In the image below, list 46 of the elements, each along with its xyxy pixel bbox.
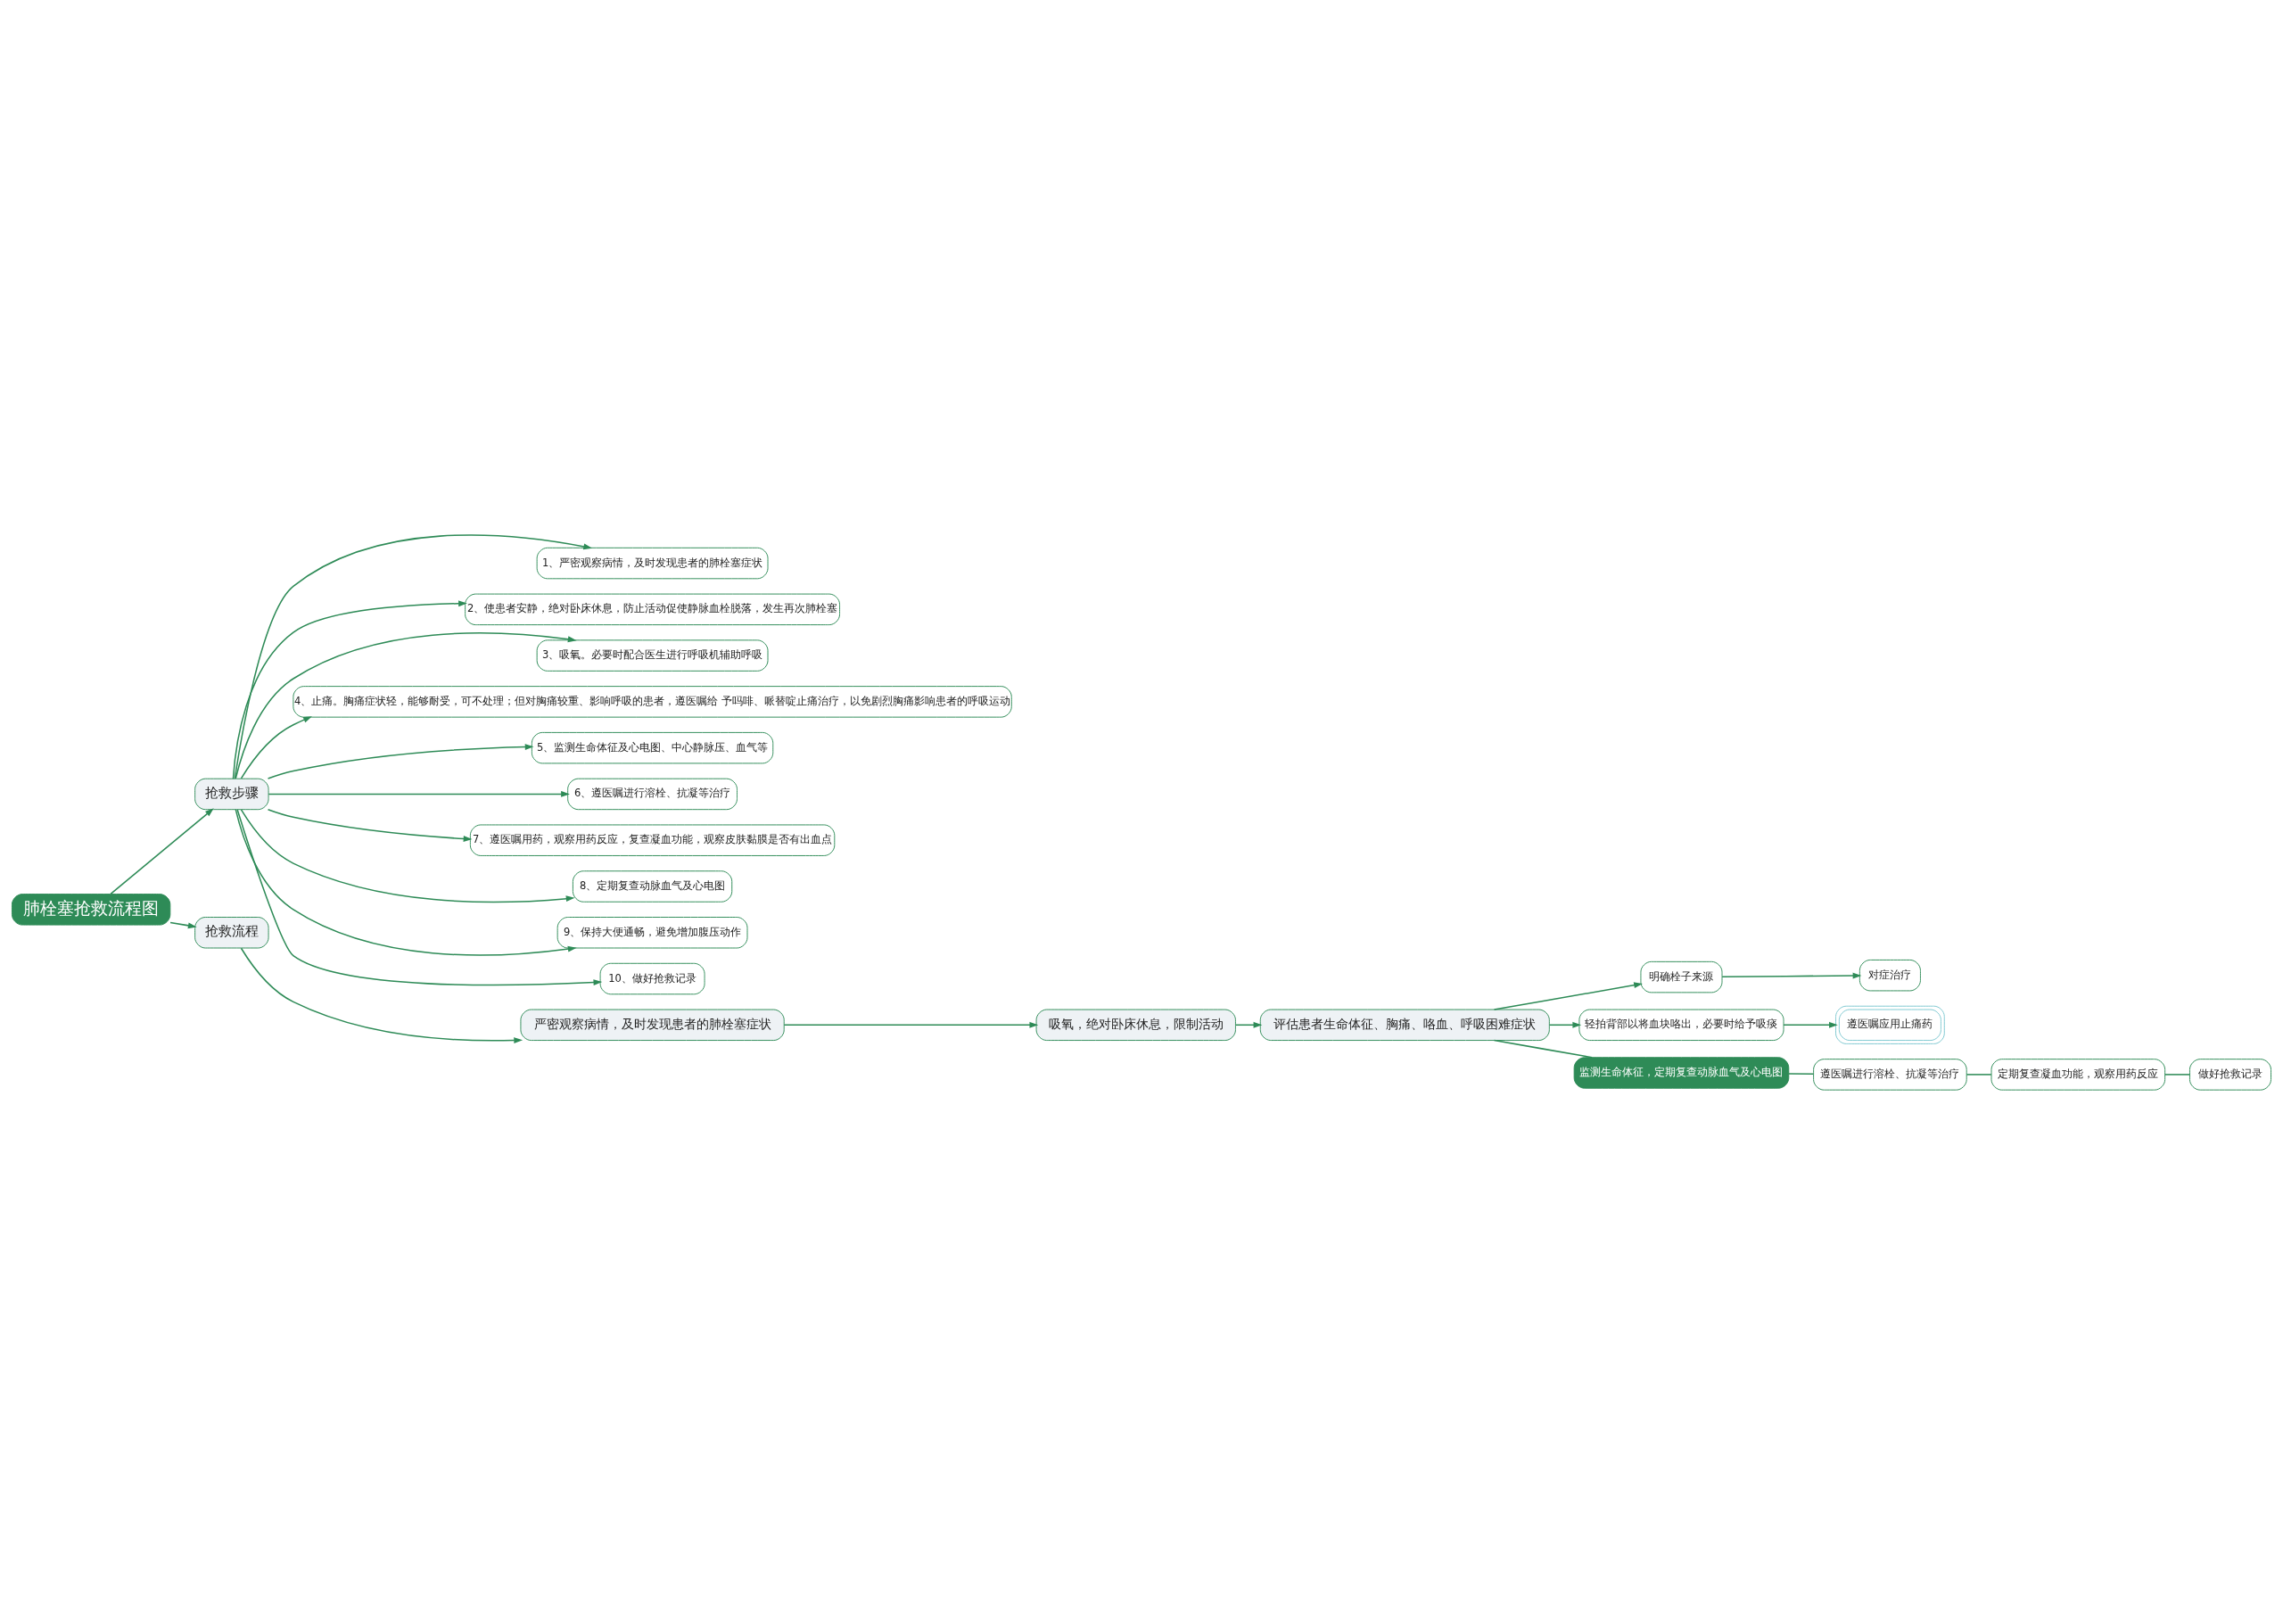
node-box: 严密观察病情，及时发现患者的肺栓塞症状 [520,1009,785,1041]
node-box: 10、做好抢救记录 [599,962,705,994]
connector [1788,1072,1815,1075]
arrow [234,533,593,779]
node-box: 做好抢救记录 [2189,1058,2271,1091]
arrow [267,808,473,842]
node-box: 肺栓塞抢救流程图 [12,893,171,926]
node-box: 4、止痛。胸痛症状轻，能够耐受，可不处理；但对胸痛较重、影响呼吸的患者，遵医嘱给 予吗啡、哌替啶止痛治疗，以免剧烈胸痛影响患者的呼吸运动 [293,685,1012,718]
arrow [783,1021,1039,1028]
arrow [240,947,523,1043]
connector [1966,1073,1992,1076]
arrow [1783,1021,1838,1028]
node-box: 2、使患者安静，绝对卧床休息，防止活动促使静脉血栓脱落，发生再次肺栓塞 [465,593,841,625]
arrow [236,808,603,985]
node-box: 1、严密观察病情，及时发现患者的肺栓塞症状 [536,547,769,579]
node-box: 抢救流程 [194,916,269,948]
connector [2163,1073,2191,1076]
node-box: 定期复查凝血功能，观察用药反应 [1990,1058,2166,1091]
node-box: 8、定期复查动脉血气及心电图 [572,870,733,903]
arrow [1721,972,1862,978]
arrow [268,790,570,797]
arrow [240,808,575,903]
node-box: 吸氧，绝对卧床休息，限制活动 [1035,1009,1236,1041]
node-box: 评估患者生命体征、胸痛、咯血、呼吸困难症状 [1259,1009,1550,1041]
arrow [110,807,214,894]
connector [1493,1039,1593,1058]
arrow [169,921,197,928]
node-box: 监测生命体征，定期复查动脉血气及心电图 [1573,1056,1790,1089]
node-box: 6、遵医嘱进行溶栓、抗凝等治疗 [567,778,738,810]
node-box: 明确栓子来源 [1640,960,1723,993]
arrow [267,743,534,779]
node-box: 对症治疗 [1859,959,1921,991]
node-box: 9、保持大便通畅，避免增加腹压动作 [556,916,748,948]
arrow [235,631,577,779]
arrow [240,715,312,779]
node-box: 抢救步骤 [194,778,269,810]
node-box: 5、监测生命体征及心电图、中心静脉压、血气等 [531,731,774,763]
arrow [235,808,577,956]
node-box: 7、遵医嘱用药，观察用药反应，复查凝血功能，观察皮肤黏膜是否有出血点 [469,823,836,856]
arrow [1493,981,1643,1010]
node-box: 遵医嘱进行溶栓、抗凝等治疗 [1813,1058,1967,1091]
arrow [1548,1021,1582,1028]
node-box: 3、吸氧。必要时配合医生进行呼吸机辅助呼吸 [536,639,769,672]
arrow [1235,1021,1263,1028]
arrow [232,599,467,779]
node-box: 轻拍背部以将血块咯出，必要时给予吸痰 [1578,1009,1784,1041]
